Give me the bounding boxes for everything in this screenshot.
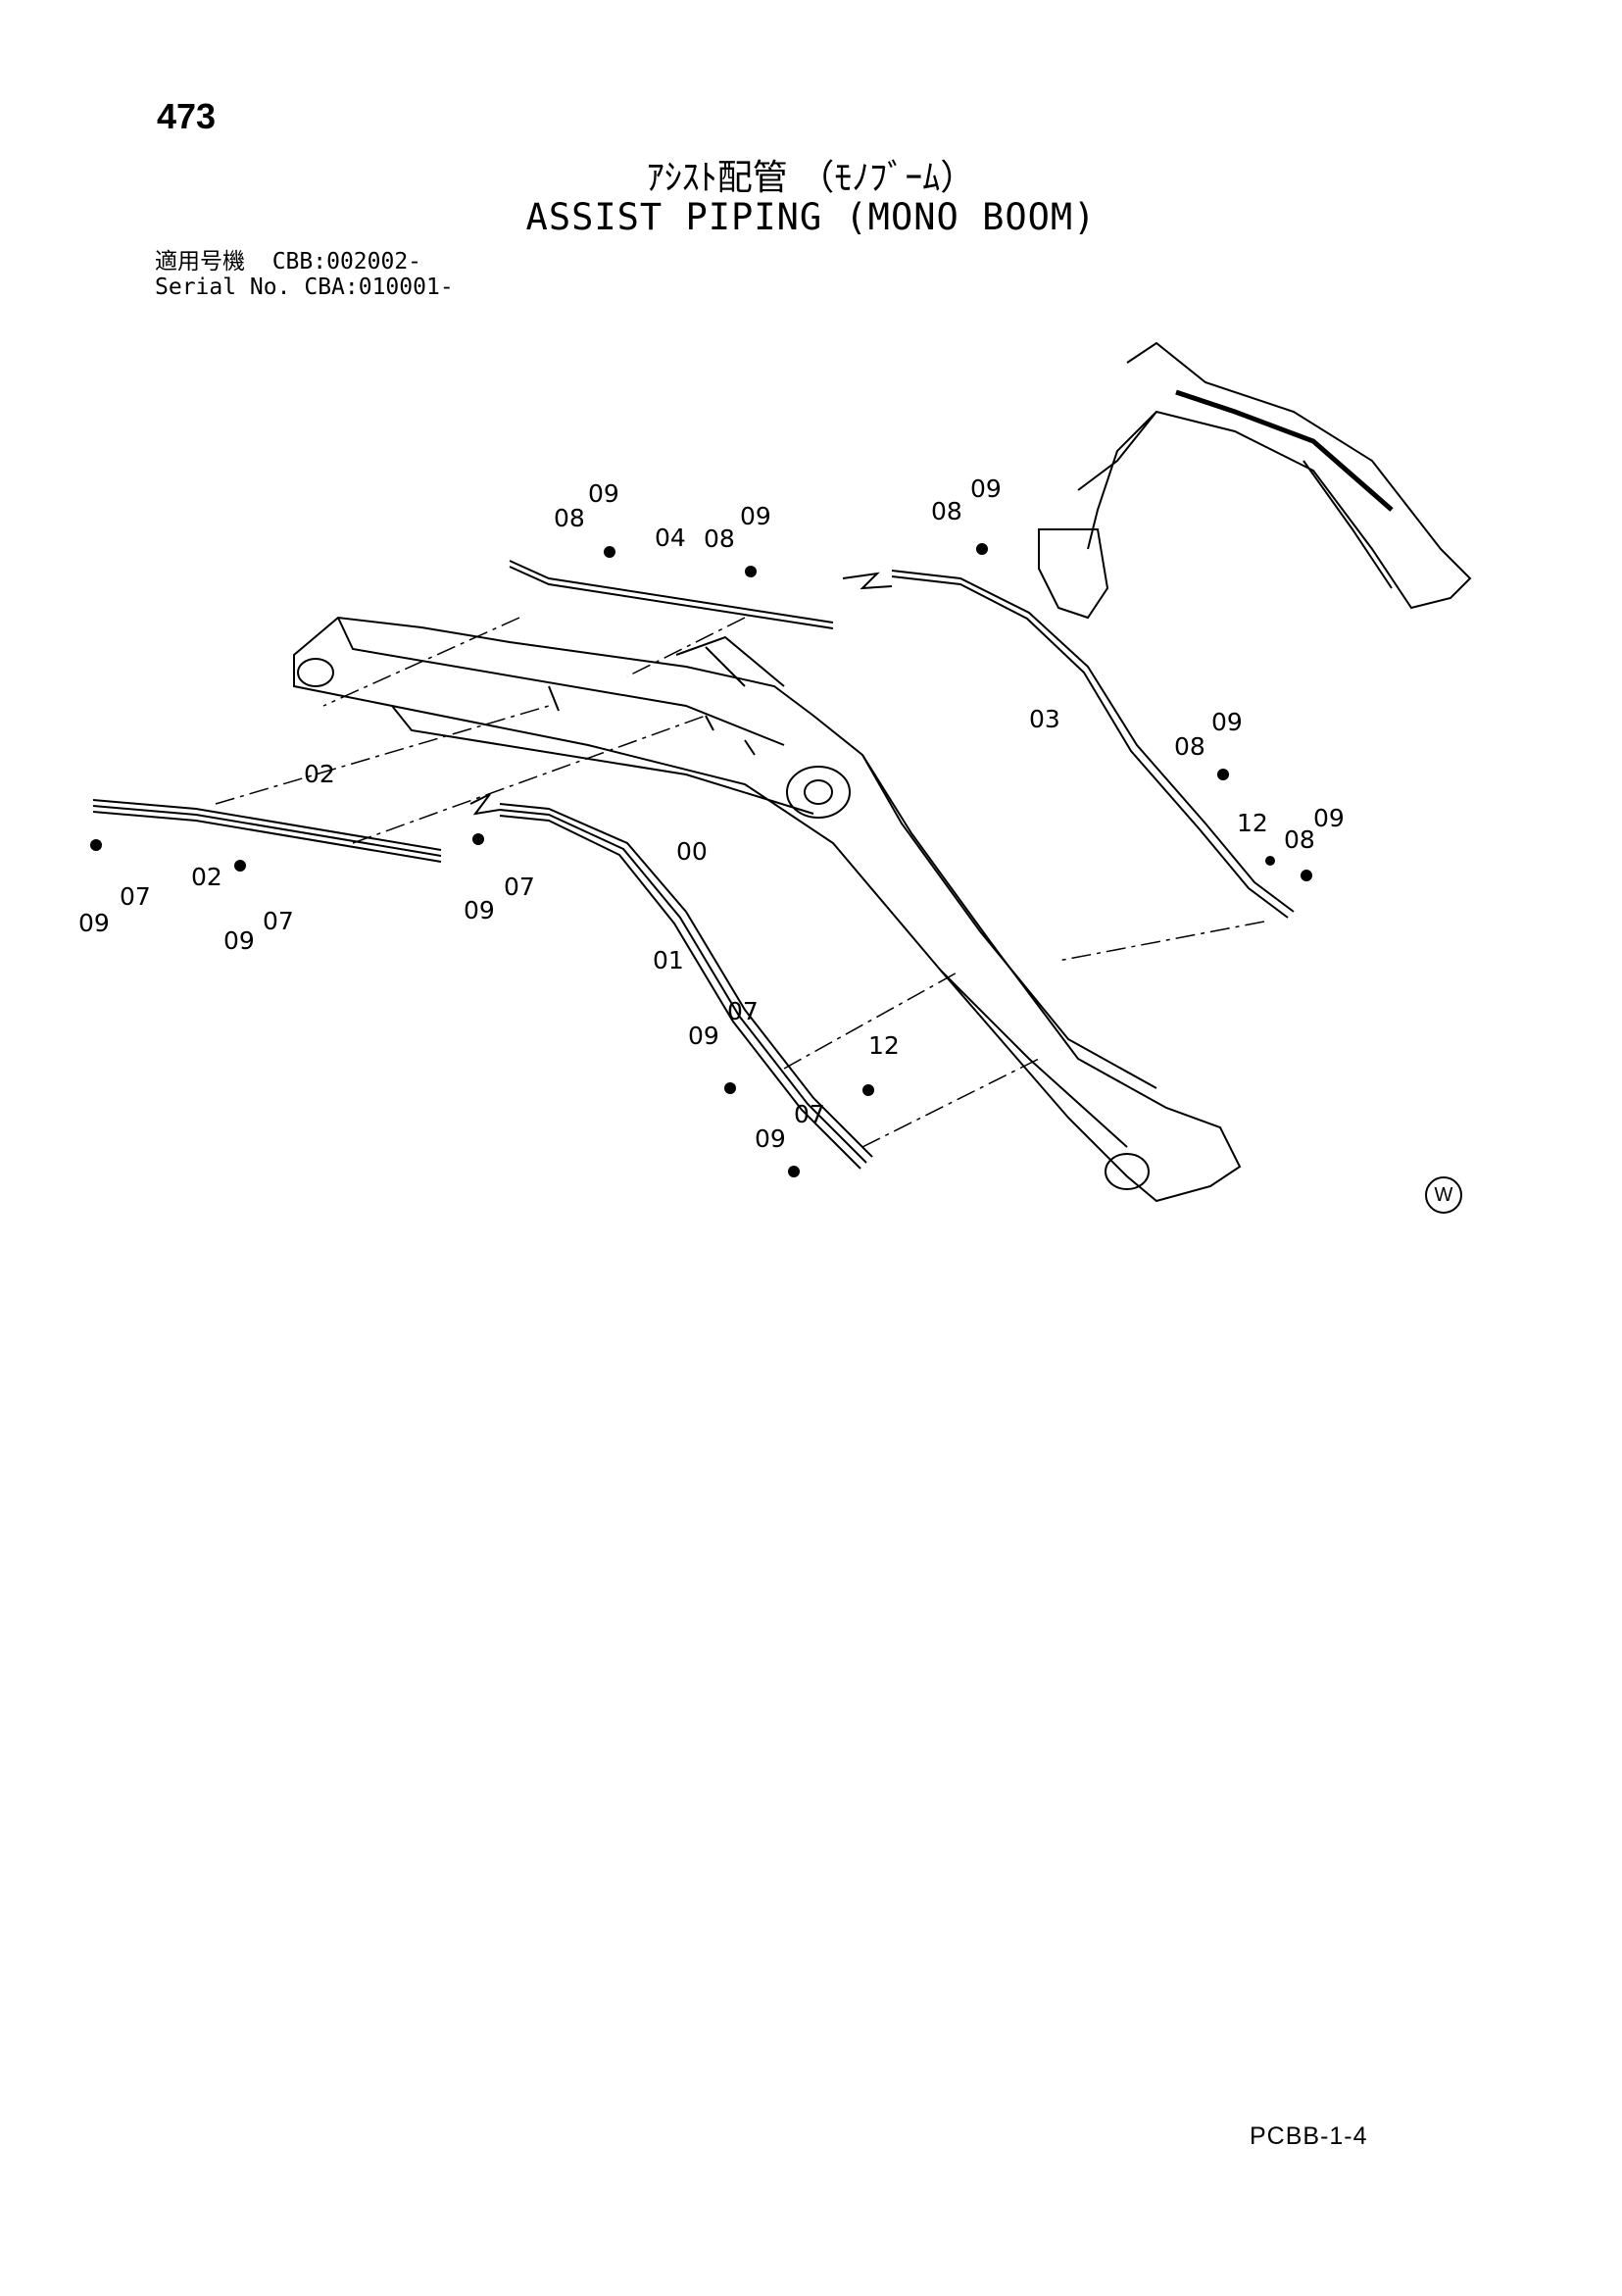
bolt <box>604 546 615 558</box>
callout: 09 <box>755 1124 786 1153</box>
callout: 08 <box>1174 732 1205 761</box>
callout: 09 <box>1211 708 1243 736</box>
bolt <box>745 566 757 577</box>
callout: 03 <box>1029 705 1060 733</box>
boom-outline <box>293 616 1242 1203</box>
watermark-icon: W <box>1425 1176 1462 1214</box>
leader-lines <box>215 617 1265 1148</box>
pipe-02 <box>92 799 442 863</box>
callout: 07 <box>263 907 294 935</box>
serial-block: 適用号機 CBB:002002- Serial No. CBA:010001- <box>155 249 454 300</box>
callout: 08 <box>931 497 962 525</box>
bolt <box>234 860 246 872</box>
bolt <box>724 1082 736 1094</box>
callout: 09 <box>688 1022 719 1050</box>
callout: 07 <box>794 1100 825 1128</box>
bolt <box>1301 870 1312 881</box>
bolt <box>862 1084 874 1096</box>
applicable-row: 適用号機 CBB:002002- <box>155 249 454 275</box>
callout: 08 <box>1284 825 1315 854</box>
document-code: PCBB-1-4 <box>1250 2122 1368 2150</box>
bolt <box>1265 856 1275 866</box>
callout: 09 <box>740 502 771 530</box>
bolt <box>976 543 988 555</box>
break-mark <box>842 572 893 590</box>
fasteners <box>90 543 1312 1177</box>
callout: 09 <box>78 909 110 937</box>
callout: 08 <box>554 504 585 532</box>
pipe-04 <box>509 560 834 629</box>
callout: 07 <box>504 873 535 901</box>
callout: 09 <box>588 479 619 508</box>
callout: 09 <box>223 926 255 955</box>
applicable-label: 適用号機 <box>155 249 245 275</box>
title-english: ASSIST PIPING (MONO BOOM) <box>525 196 1097 238</box>
bolt <box>788 1166 800 1177</box>
applicable-value: CBB:002002- <box>271 249 422 275</box>
serial-value: CBA:010001- <box>304 275 454 300</box>
callout: 07 <box>120 882 151 911</box>
bolt <box>1217 769 1229 780</box>
callout: 08 <box>704 524 735 553</box>
pipe-01 <box>499 803 873 1170</box>
callout: 07 <box>727 997 759 1025</box>
callout: 09 <box>1313 804 1345 832</box>
callout: 12 <box>868 1031 900 1060</box>
bolt <box>90 839 102 851</box>
callout: 01 <box>653 946 684 974</box>
title-japanese: ｱｼｽﾄ配管 （ﾓﾉﾌﾞｰﾑ） <box>646 158 976 198</box>
callout: 09 <box>970 474 1002 503</box>
serial-label: Serial No. <box>155 275 291 300</box>
callout: 04 <box>655 524 686 552</box>
bolt <box>472 833 484 845</box>
page-number: 473 <box>157 96 217 136</box>
break-mark <box>469 793 501 816</box>
pipe-03 <box>891 570 1295 919</box>
callouts: 09 08 04 09 08 09 08 03 09 08 12 09 08 0… <box>78 474 1345 1153</box>
callout: 12 <box>1237 809 1268 837</box>
serial-row: Serial No. CBA:010001- <box>155 275 454 300</box>
callout: 09 <box>464 896 495 924</box>
callout: 02 <box>304 760 335 788</box>
arm-bucket-inset <box>1038 341 1472 620</box>
callout: 00 <box>676 837 708 866</box>
callout: 02 <box>191 863 222 891</box>
